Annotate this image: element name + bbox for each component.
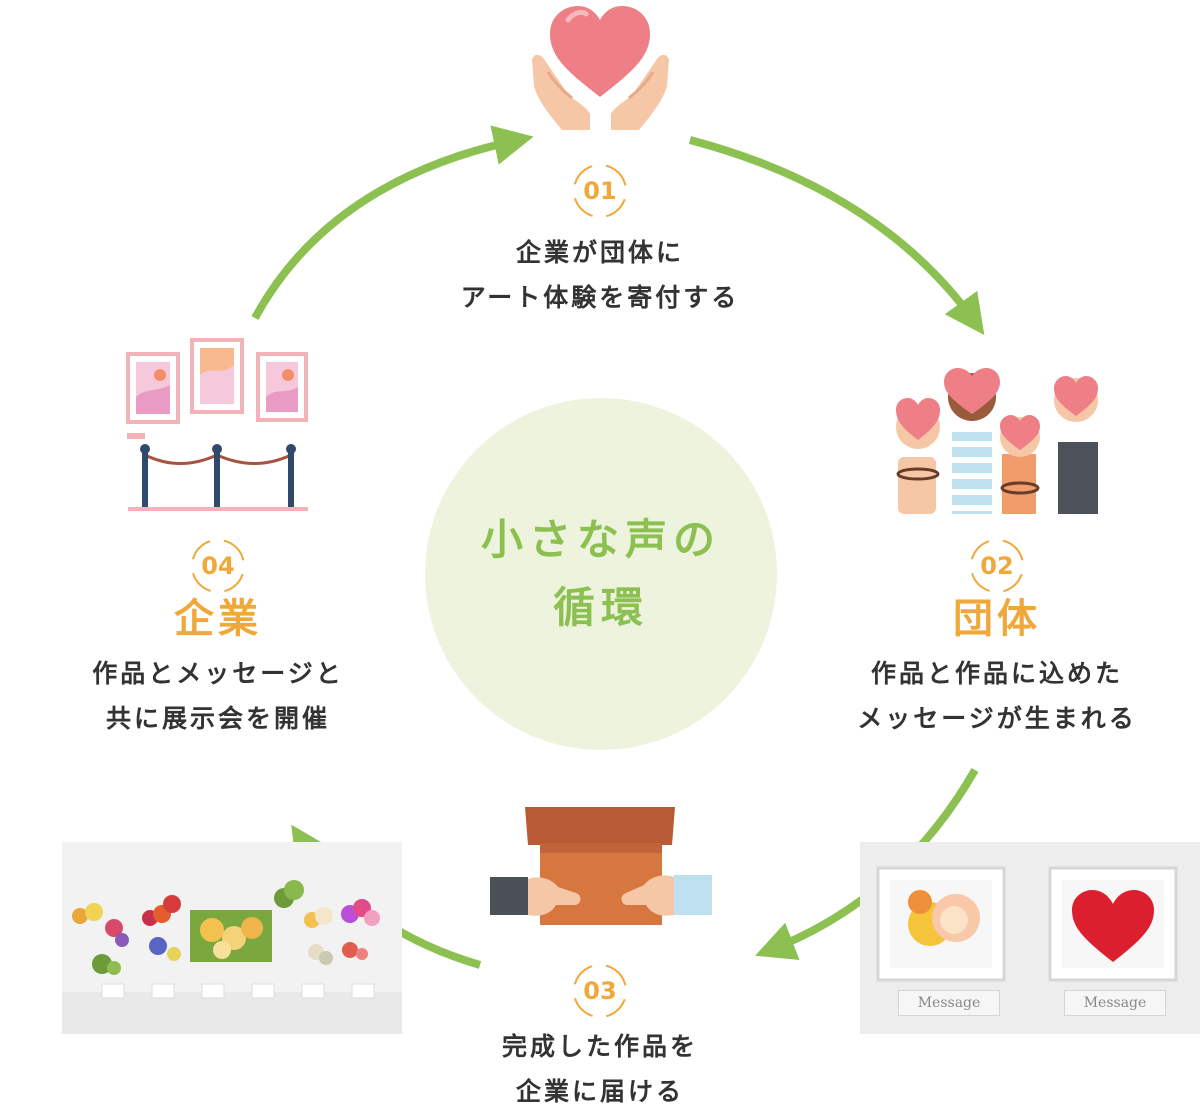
step-description: 作品と作品に込めた メッセージが生まれる <box>837 651 1157 741</box>
step-desc-line1: 企業が団体に <box>515 238 684 267</box>
heart-in-hands-icon <box>532 6 669 130</box>
step-description: 完成した作品を 企業に届ける <box>440 1024 760 1114</box>
cycle-center: 小さな声の 循環 <box>425 398 777 750</box>
step-04: 04 企業 作品とメッセージと 共に展示会を開催 <box>58 539 378 741</box>
step-desc-line2: 企業に届ける <box>515 1077 684 1106</box>
dashed-circle-icon <box>573 164 627 218</box>
step-desc-line1: 完成した作品を <box>501 1032 698 1061</box>
box-handover-icon <box>490 807 712 925</box>
cycle-title-line1: 小さな声の <box>480 515 721 564</box>
step-desc-line1: 作品とメッセージと <box>92 659 344 688</box>
step-actor: 企業 <box>174 596 262 642</box>
step-number: 03 <box>583 977 617 1005</box>
dashed-circle-icon <box>191 539 245 593</box>
step-actor: 団体 <box>953 596 1041 642</box>
message-label-right: Message <box>1064 990 1166 1016</box>
step-desc-line2: 共に展示会を開催 <box>105 704 330 733</box>
step-desc-line1: 作品と作品に込めた <box>870 659 1123 688</box>
step-01: 01 企業が団体に アート体験を寄付する <box>440 164 760 320</box>
step-number-badge: 01 <box>571 164 629 218</box>
arrow-04-to-01 <box>251 125 534 320</box>
step-desc-line2: メッセージが生まれる <box>857 704 1137 733</box>
step-number-badge: 03 <box>571 964 629 1018</box>
exhibition-photo <box>62 842 402 1034</box>
step-03: 03 完成した作品を 企業に届ける <box>440 964 760 1114</box>
gallery-exhibition-icon <box>126 338 308 511</box>
arrow-01-to-02 <box>688 136 985 335</box>
framed-works-photo: Message Message <box>860 842 1200 1034</box>
step-number: 04 <box>201 552 235 580</box>
step-number: 02 <box>980 552 1014 580</box>
step-number-badge: 02 <box>968 539 1026 593</box>
cycle-title-line2: 循環 <box>552 583 649 632</box>
message-label-left: Message <box>898 990 1000 1016</box>
dashed-circle-icon <box>970 539 1024 593</box>
step-description: 作品とメッセージと 共に展示会を開催 <box>58 651 378 741</box>
step-number: 01 <box>583 177 617 205</box>
raised-hands-hearts-icon <box>896 368 1098 514</box>
step-desc-line2: アート体験を寄付する <box>460 283 740 312</box>
step-description: 企業が団体に アート体験を寄付する <box>440 230 760 320</box>
step-02: 02 団体 作品と作品に込めた メッセージが生まれる <box>837 539 1157 741</box>
step-number-badge: 04 <box>189 539 247 593</box>
dashed-circle-icon <box>573 964 627 1018</box>
